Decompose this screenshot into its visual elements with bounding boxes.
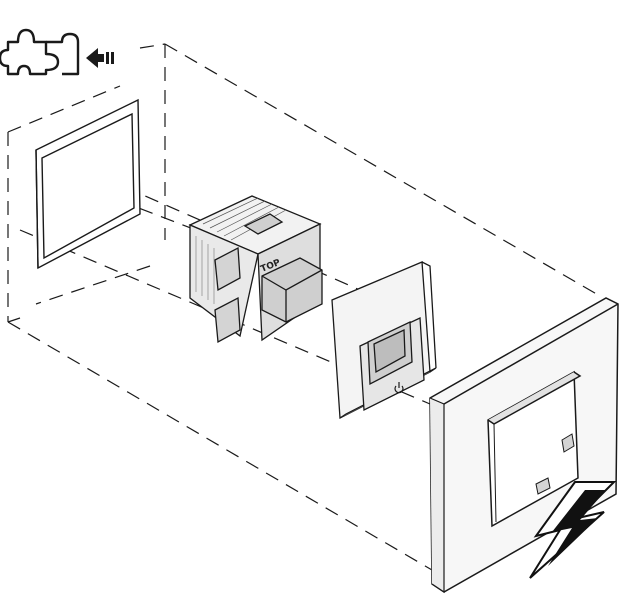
- decorative-frame: [429, 297, 619, 594]
- mounting-plate: [35, 98, 141, 270]
- sensor-cover-plate: [331, 261, 437, 420]
- puzzle-piece-icon: [0, 28, 80, 76]
- sensor-module: [188, 195, 323, 344]
- arrow-left-icon: [86, 48, 114, 68]
- power-icon: [394, 382, 404, 394]
- lightning-bolt-icon: [529, 481, 617, 579]
